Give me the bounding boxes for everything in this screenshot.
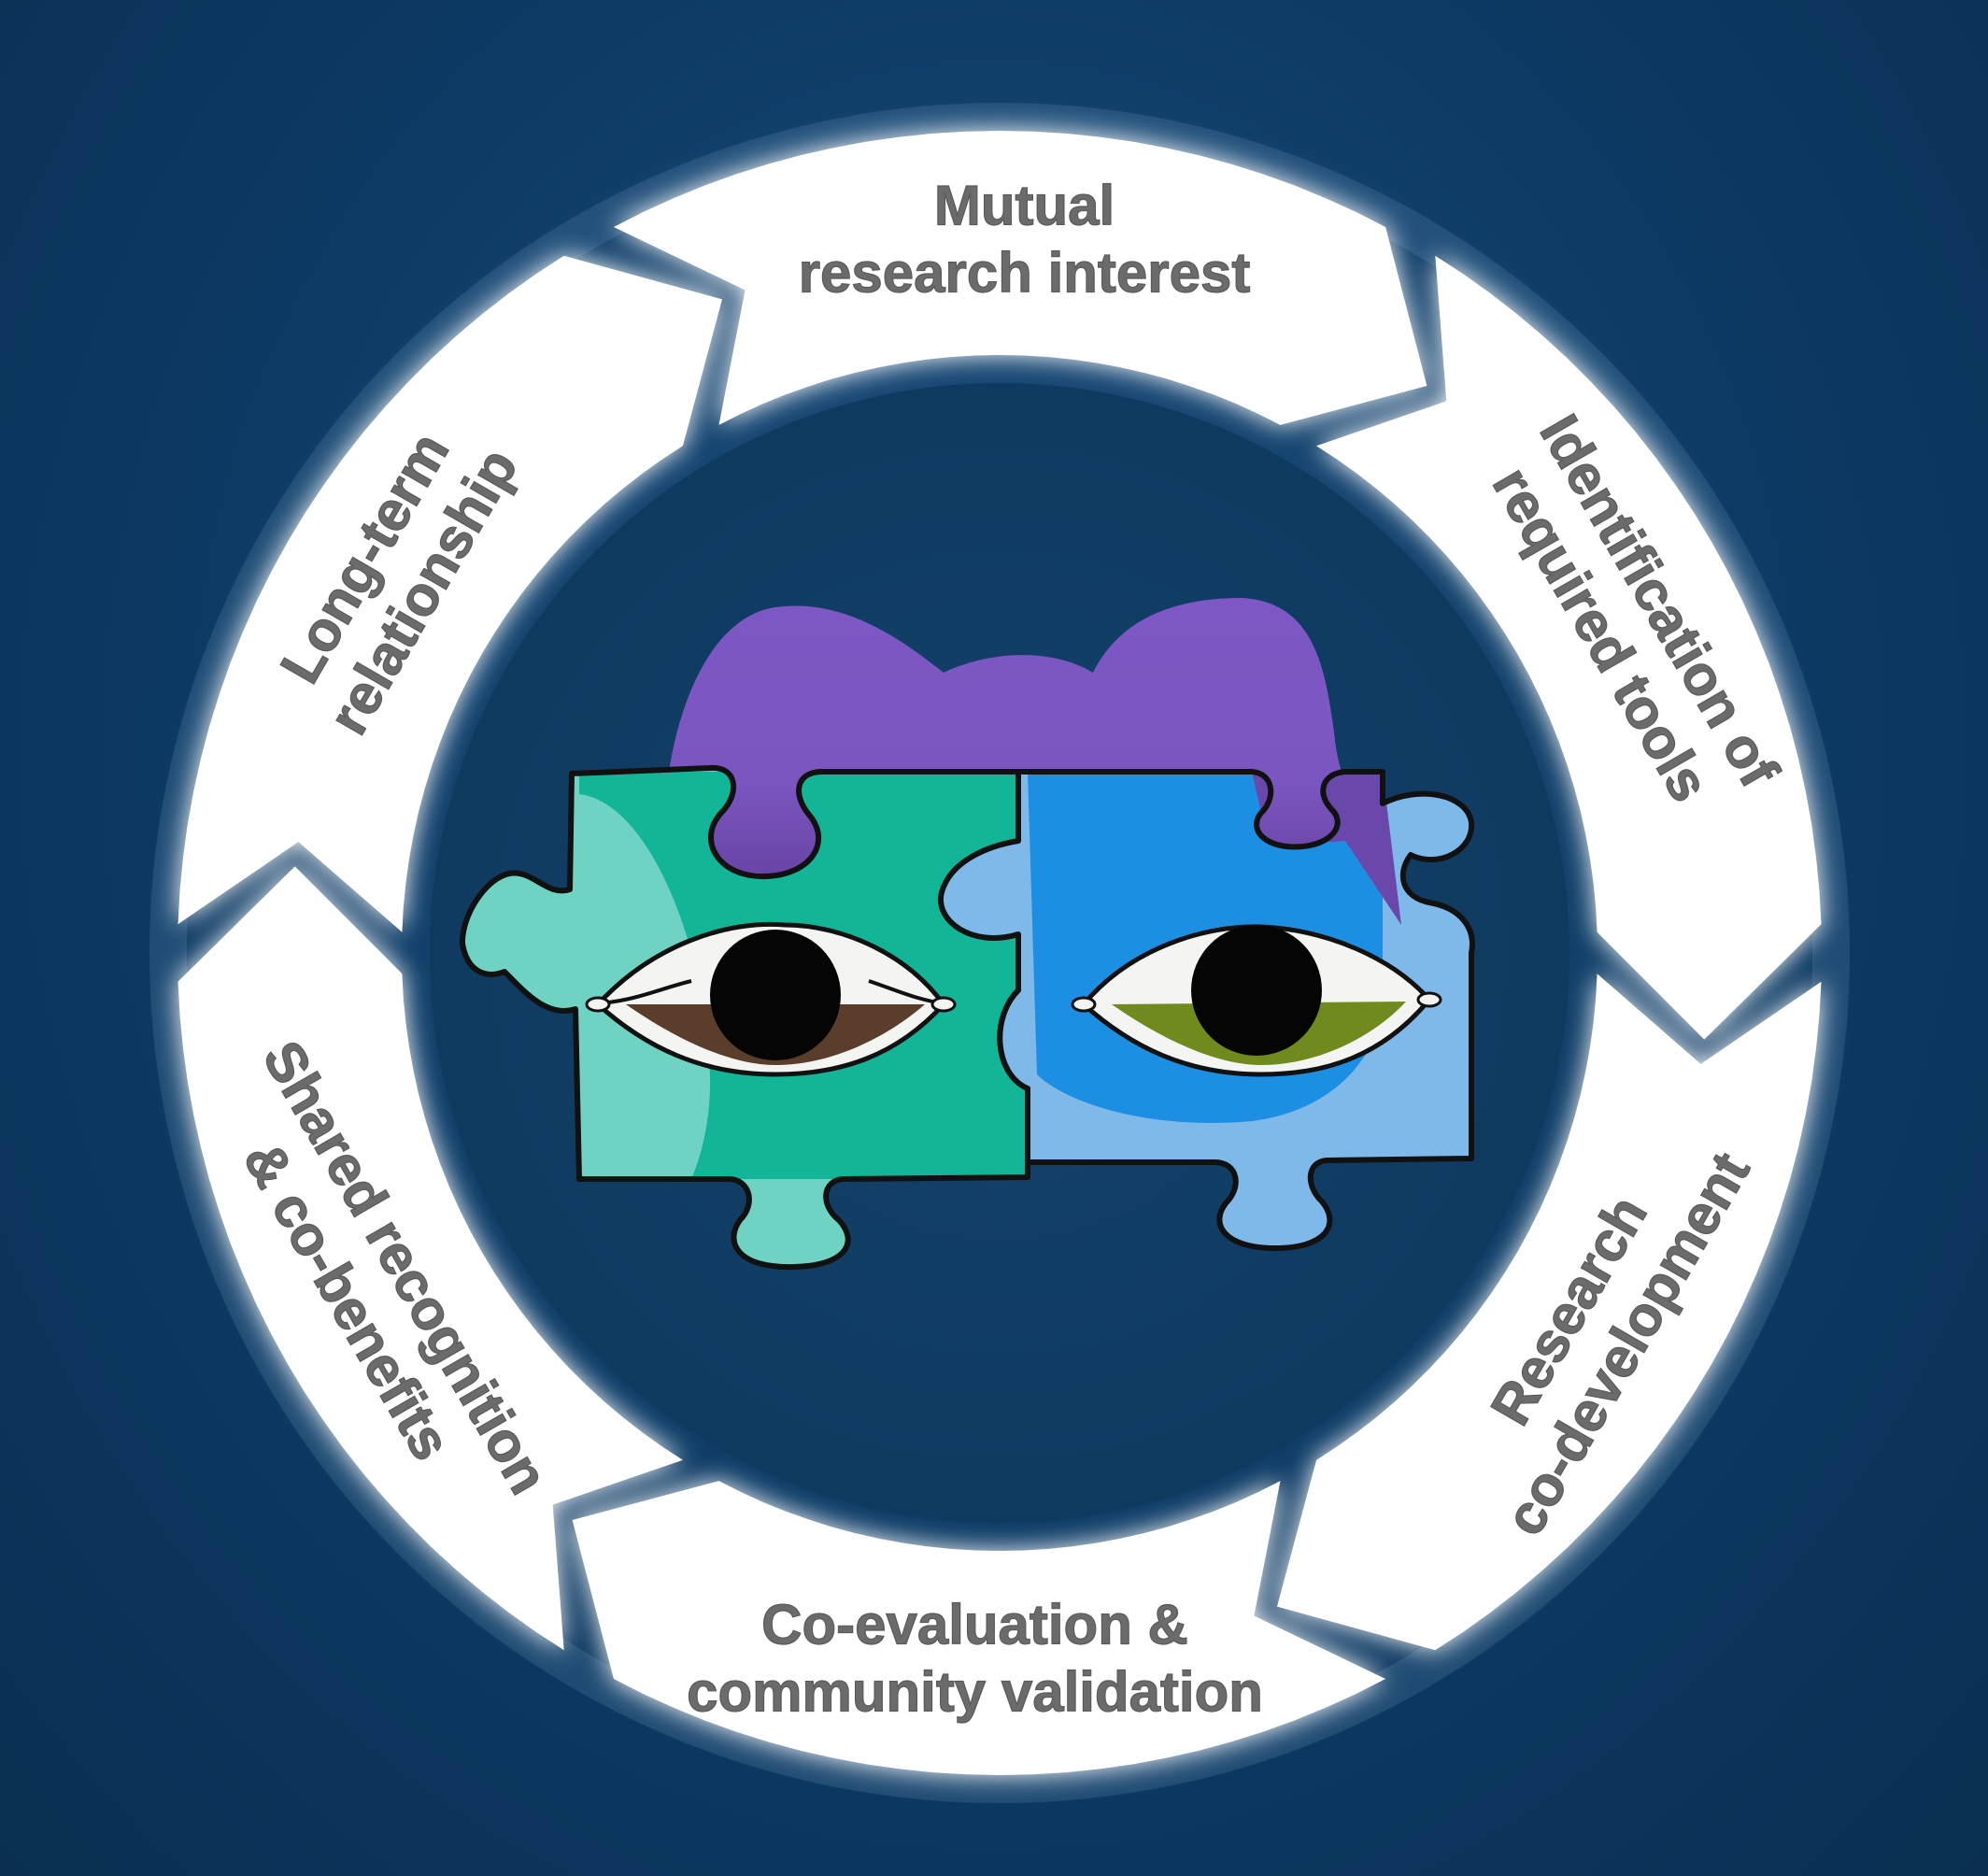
step-label-line: research interest	[799, 241, 1251, 304]
step-label-coevaluation: Co-evaluation &community validation	[687, 1593, 1264, 1724]
step-label-line: Mutual	[934, 174, 1115, 236]
outer-glow	[149, 103, 1850, 1803]
step-label-line: Co-evaluation &	[761, 1593, 1188, 1656]
right-eye	[1071, 924, 1442, 1077]
cycle-arrow-longterm	[178, 255, 722, 932]
cycle-arrow-shared	[178, 866, 683, 1651]
cycle-arrow-identification	[1316, 255, 1822, 1040]
cycle-arrow-codevelopment	[1277, 974, 1822, 1651]
step-label-line: community validation	[687, 1660, 1263, 1723]
left-eye	[585, 921, 957, 1077]
cycle-arrows	[178, 131, 1822, 1775]
cycle-arrow-coevaluation	[572, 1481, 1386, 1775]
cycle-arrow-mutual	[613, 131, 1427, 425]
